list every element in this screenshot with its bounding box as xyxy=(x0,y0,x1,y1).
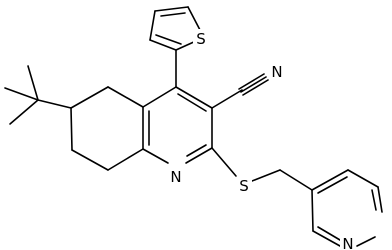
thioether-linker xyxy=(211,147,313,191)
tert-butyl-group xyxy=(4,65,72,125)
pyridine-ring xyxy=(142,86,213,164)
ring-nitrogen-label: N xyxy=(170,168,181,186)
thiophene-sulfur-label: S xyxy=(196,30,206,48)
atom-labels: S N N S N xyxy=(168,29,356,250)
pyridyl-ring xyxy=(311,169,383,247)
thioether-sulfur-label: S xyxy=(239,177,249,195)
pyridyl-nitrogen-label: N xyxy=(342,235,353,250)
saturated-ring xyxy=(70,86,144,171)
nitrile-nitrogen-label: N xyxy=(271,63,282,81)
nitrile-group xyxy=(211,73,269,109)
thiophene-ring xyxy=(149,6,201,88)
